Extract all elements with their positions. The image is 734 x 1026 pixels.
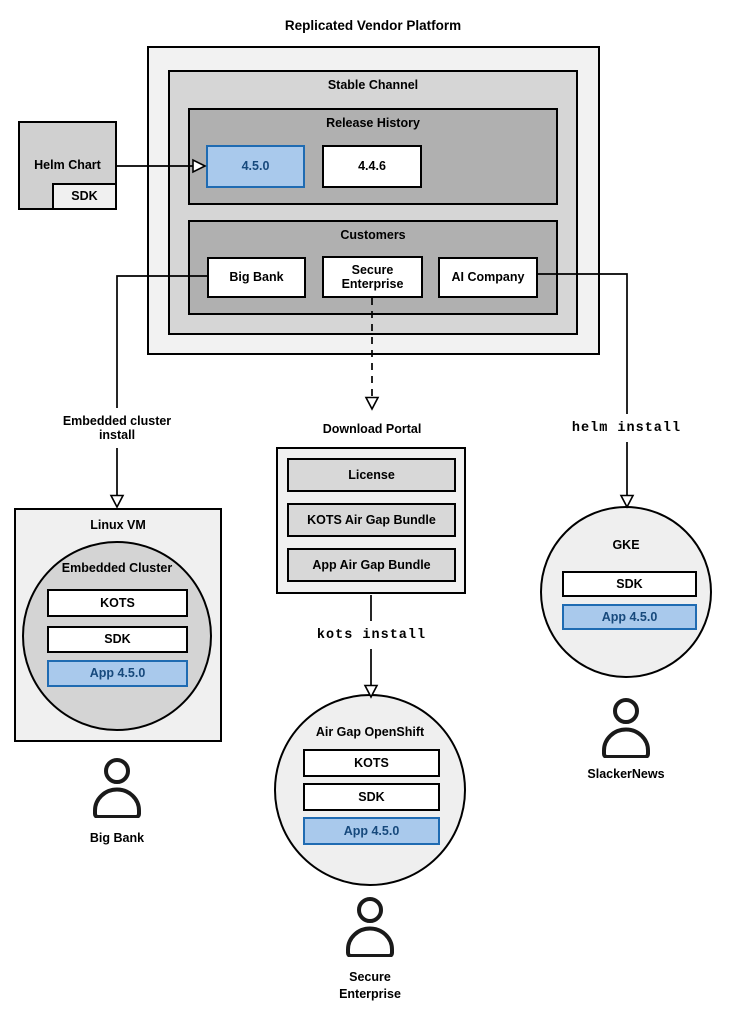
linux-vm-sdk-box: SDK [47,626,188,653]
big-bank-user-label: Big Bank [89,830,145,845]
customer-secure-enterprise: Secure Enterprise [322,256,423,298]
embedded-cluster-install-label: Embedded cluster install [52,408,182,448]
gke-sdk-box: SDK [562,571,697,597]
secure-enterprise-user-label: Secure Enterprise [339,970,401,1001]
gke-label: GKE [612,538,640,553]
gke-app-box: App 4.5.0 [562,604,697,630]
helm-install-label: helm install [558,414,695,442]
slackernews-user-label: SlackerNews [587,766,665,781]
diagram-title: Replicated Vendor Platform [284,17,462,33]
release-history-label: Release History [326,116,420,131]
customer-big-bank: Big Bank [207,257,306,298]
slackernews-user-icon [600,698,652,759]
helm-chart-label: Helm Chart [34,158,101,173]
secure-enterprise-user-icon [344,897,396,958]
openshift-sdk-box: SDK [303,783,440,811]
helm-chart-sdk-box: SDK [52,183,117,210]
portal-kots-bundle-box: KOTS Air Gap Bundle [287,503,456,537]
linux-vm-label: Linux VM [90,518,146,533]
embedded-cluster-label: Embedded Cluster [61,561,173,576]
big-bank-user-icon [91,758,143,819]
kots-install-label: kots install [303,621,440,649]
portal-license-box: License [287,458,456,492]
airgap-openshift-label: Air Gap OpenShift [315,725,425,740]
stable-channel-label: Stable Channel [327,78,419,93]
download-portal-title: Download Portal [322,422,422,437]
openshift-kots-box: KOTS [303,749,440,777]
release-4-4-6: 4.4.6 [322,145,422,188]
customers-label: Customers [340,228,406,243]
arrowhead-to-portal [364,396,380,411]
release-4-5-0: 4.5.0 [206,145,305,188]
portal-app-bundle-box: App Air Gap Bundle [287,548,456,582]
customer-ai-company: AI Company [438,257,538,298]
openshift-app-box: App 4.5.0 [303,817,440,845]
linux-vm-kots-box: KOTS [47,589,188,617]
linux-vm-app-box: App 4.5.0 [47,660,188,687]
arrowhead-to-linux-vm [109,494,125,509]
